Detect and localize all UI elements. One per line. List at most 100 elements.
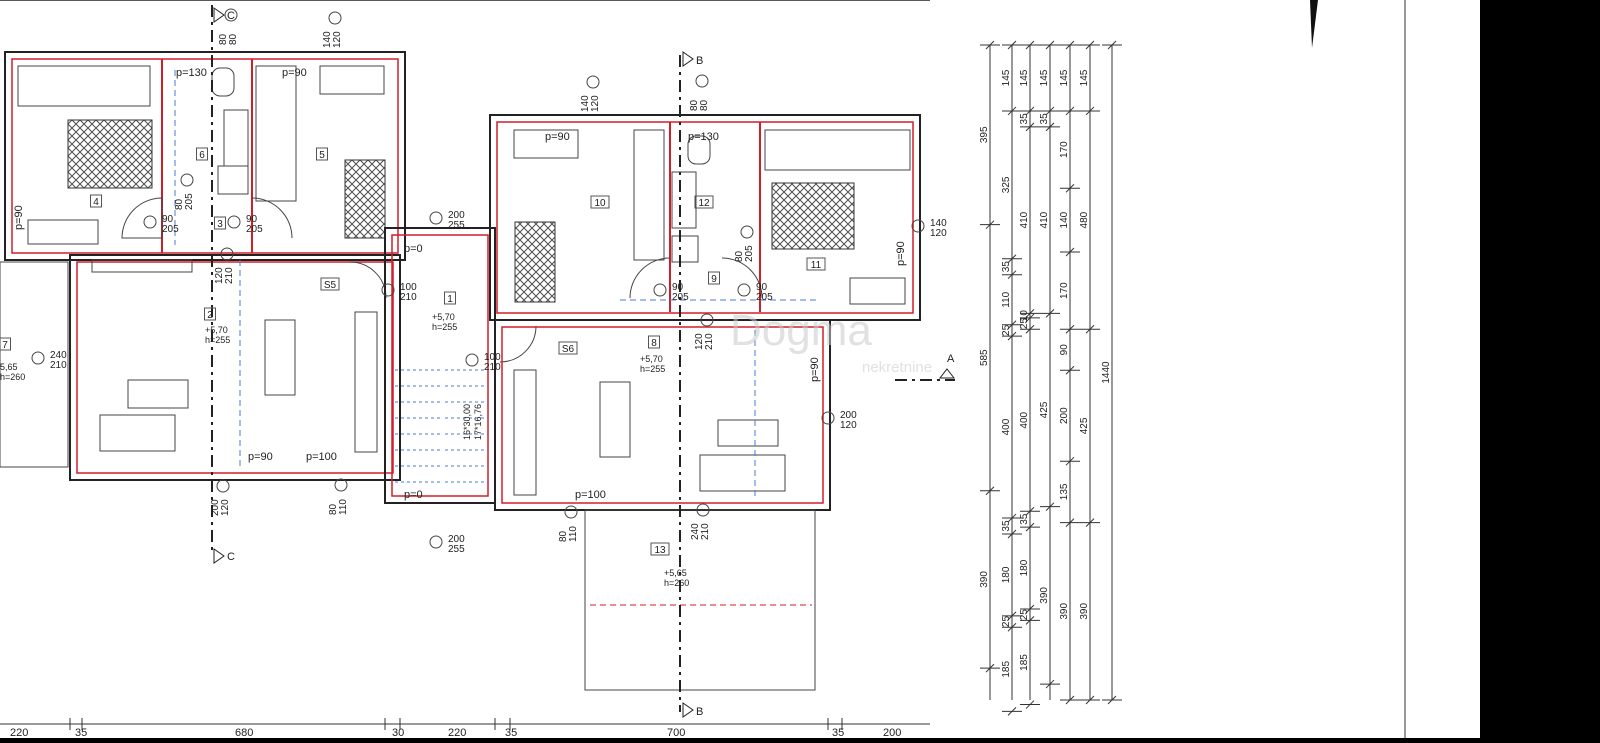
opening-height: 205	[672, 292, 689, 303]
room-height: h=255	[205, 335, 230, 345]
dimension-value: 30	[392, 727, 404, 738]
dimension-value: 170	[1059, 282, 1070, 299]
opening-width: 200	[448, 210, 465, 221]
opening-marker-icon	[911, 219, 925, 233]
opening-marker-icon	[429, 535, 443, 549]
opening-marker-icon	[429, 211, 443, 225]
opening-width: 90	[162, 214, 174, 225]
section-label-c: C	[227, 551, 235, 563]
dimension-value: 145	[1079, 69, 1090, 86]
dining-table	[599, 381, 631, 458]
dimension-value: 35	[1001, 261, 1012, 273]
dimension-value: 25	[1019, 318, 1030, 330]
opening-width: 80	[328, 503, 339, 515]
room-tag-box	[648, 335, 660, 349]
opening-height: 120	[930, 228, 947, 239]
parapet-height: p=90	[282, 67, 307, 79]
level-mark: +5,65	[664, 568, 687, 578]
dimension-value: 185	[1019, 654, 1030, 671]
right-dimension-chain: 3955853901453253511025400351802518514535…	[979, 40, 1122, 716]
parapet-height: p=90	[13, 205, 25, 230]
room-tag-box	[204, 307, 216, 321]
stair-spec: 16*30,00	[462, 404, 472, 440]
opening-marker-icon	[653, 283, 667, 297]
room-tag-box	[214, 216, 226, 230]
opening-width: 90	[672, 282, 684, 293]
coffee-table	[717, 419, 779, 447]
room-number: 10	[594, 198, 606, 209]
room-height: h=255	[640, 364, 665, 374]
kitchen-counter	[513, 369, 537, 496]
room-number: 8	[651, 338, 657, 349]
section-marker-arrow-icon	[213, 7, 225, 23]
desk	[513, 129, 579, 159]
opening-marker-icon	[700, 313, 714, 327]
dimension-value: 185	[1001, 661, 1012, 678]
opening-height: 205	[756, 292, 773, 303]
opening-marker-icon	[328, 11, 342, 25]
room-number: 2	[207, 310, 213, 321]
dimension-value: 390	[1079, 603, 1090, 620]
desk	[319, 65, 385, 95]
opening-width: 90	[756, 282, 768, 293]
opening-height: 80	[699, 99, 710, 111]
opening-height: 205	[162, 224, 179, 235]
parapet-height: p=130	[176, 67, 207, 79]
left-unit	[0, 51, 406, 481]
north-arrow-icon	[1310, 0, 1318, 48]
paper-background	[0, 0, 1480, 738]
opening-width: 200	[210, 499, 221, 516]
dimension-value: 180	[1001, 566, 1012, 583]
opening-marker-icon	[143, 215, 157, 229]
parapet-height: p=90	[809, 357, 821, 382]
opening-height: 210	[50, 360, 67, 371]
dimension-value: 135	[1059, 483, 1070, 500]
door-swing	[721, 257, 763, 299]
dimension-value: 220	[10, 727, 28, 738]
opening-width: 240	[50, 350, 67, 361]
level-mark: +5,70	[640, 354, 663, 364]
dimension-value: 390	[1039, 587, 1050, 604]
dimension-value: 480	[1079, 211, 1090, 228]
opening-marker-icon	[180, 173, 194, 187]
opening-height: 110	[338, 499, 349, 515]
room-number: 4	[93, 197, 99, 208]
opening-width: 100	[400, 282, 417, 293]
terrace-7	[0, 261, 69, 468]
level-mark: 5,65	[0, 362, 18, 372]
left-bedroom-block-wall-inner	[11, 58, 399, 254]
room-height: h=260	[0, 372, 25, 382]
dimension-value: 410	[1019, 211, 1030, 228]
parapet-height: p=90	[895, 241, 907, 266]
opening-height: 210	[700, 523, 711, 540]
opening-height: 120	[590, 95, 601, 112]
left-living-wall-inner	[76, 261, 394, 474]
door-swing	[499, 325, 537, 363]
terrace-13	[584, 509, 816, 691]
dimension-value: 200	[883, 727, 901, 738]
opening-marker-icon	[224, 8, 238, 22]
toilet	[687, 135, 711, 165]
dimension-value: 25	[1001, 616, 1012, 628]
opening-width: 80	[558, 530, 569, 542]
door-swing	[251, 197, 293, 239]
opening-marker-icon	[220, 247, 234, 261]
parapet-height: p=90	[248, 451, 273, 463]
opening-height: 210	[400, 292, 417, 303]
opening-height: 255	[448, 220, 465, 231]
parapet-height: p=0	[404, 243, 423, 255]
door-swing	[121, 197, 163, 239]
left-bedroom-block-wall	[4, 51, 406, 261]
opening-marker-icon	[586, 75, 600, 89]
stair-steps	[395, 369, 488, 483]
opening-width: 140	[930, 218, 947, 229]
room-tag-box	[316, 147, 328, 161]
section-marker-arrow-icon	[682, 51, 694, 67]
opening-marker-icon	[821, 411, 835, 425]
level-mark: +5,70	[205, 325, 228, 335]
tv-unit	[91, 259, 193, 273]
watermark-sub: nekretnine	[862, 359, 932, 376]
opening-width: 80	[734, 250, 745, 262]
opening-width: 80	[174, 198, 185, 210]
